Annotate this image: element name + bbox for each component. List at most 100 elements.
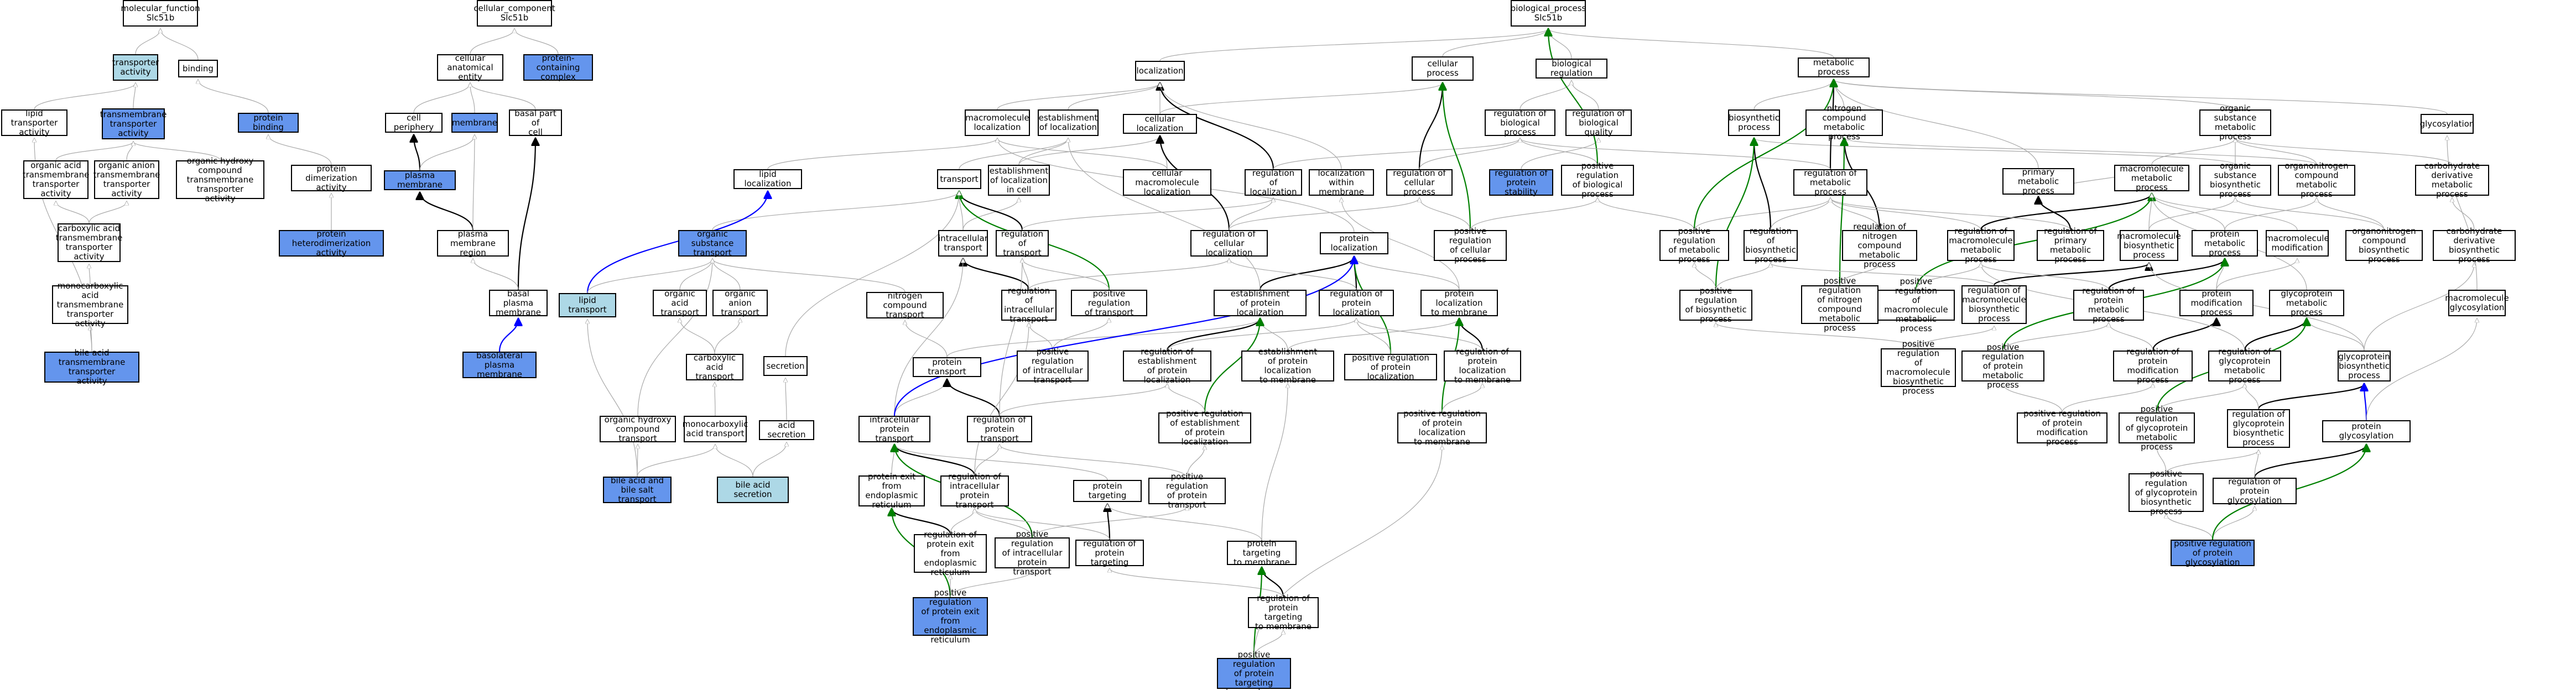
go-term-node-macromolecule-modification[interactable]: macromolecule modification <box>2265 230 2329 257</box>
go-term-node-regulation-of-biological-quality[interactable]: regulation of biological quality <box>1565 108 1632 137</box>
go-term-node-cc[interactable]: cellular_component Slc51b <box>473 0 555 27</box>
go-term-node-regulation-of-protein-transport[interactable]: regulation of protein transport <box>967 415 1032 443</box>
go-term-node-regulation-of-establishment-of-protein-localization[interactable]: regulation of establishment of protein l… <box>1123 347 1211 385</box>
go-term-node-protein-glycosylation[interactable]: protein glycosylation <box>2322 420 2411 442</box>
go-term-node-regulation-of-intracellular-protein-transport[interactable]: regulation of intracellular protein tran… <box>940 472 1009 510</box>
go-term-node-macromolecule-metabolic-process[interactable]: macromolecule metabolic process <box>2114 164 2189 192</box>
go-term-node-biosynthetic-process[interactable]: biosynthetic process <box>1728 109 1780 136</box>
go-term-node-plasma-membrane[interactable]: plasma membrane <box>384 170 456 190</box>
go-term-node-positive-regulation-of-protein-exit-from-endoplasmic-reticulum[interactable]: positive regulation of protein exit from… <box>913 588 988 645</box>
go-term-node-glycosylation[interactable]: glycosylation <box>2420 114 2474 134</box>
go-term-node-secretion[interactable]: secretion <box>763 356 808 376</box>
go-term-node-carboxylic-acid-transmembrane-transporter-activity[interactable]: carboxylic acid transmembrane transporte… <box>55 223 123 262</box>
go-term-node-regulation-of-cellular-localization[interactable]: regulation of cellular localization <box>1190 229 1268 257</box>
go-term-node-positive-regulation-of-macromolecule-biosynthetic-process[interactable]: positive regulation of macromolecule bio… <box>1881 339 1956 396</box>
go-term-node-regulation-of-macromolecule-biosynthetic-process[interactable]: regulation of macromolecule biosynthetic… <box>1961 285 2027 324</box>
go-term-node-regulation-of-protein-localization-to-membrane[interactable]: regulation of protein localization to me… <box>1444 347 1521 385</box>
go-term-node-organic-anion-transmembrane-transporter-activity[interactable]: organic anion transmembrane transporter … <box>93 160 160 199</box>
go-term-node-establishment-of-protein-localization[interactable]: establishment of protein localization <box>1214 289 1307 317</box>
go-term-node-regulation-of-protein-glycosylation[interactable]: regulation of protein glycosylation <box>2213 477 2297 505</box>
go-term-node-bile-acid-secretion[interactable]: bile acid secretion <box>717 477 789 503</box>
go-term-node-positive-regulation-of-nitrogen-compound-metabolic-process[interactable]: positive regulation of nitrogen compound… <box>1801 276 1878 333</box>
go-term-node-carbohydrate-derivative-metabolic-process[interactable]: carbohydrate derivative metabolic proces… <box>2415 161 2489 199</box>
go-term-node-regulation-of-protein-localization[interactable]: regulation of protein localization <box>1319 289 1394 317</box>
go-term-node-protein-metabolic-process[interactable]: protein metabolic process <box>2192 229 2258 257</box>
go-term-node-transport[interactable]: transport <box>937 169 981 189</box>
go-term-node-macromolecule-glycosylation[interactable]: macromolecule glycosylation <box>2445 290 2509 316</box>
go-term-node-protein-containing-complex[interactable]: protein-containing complex <box>523 53 593 81</box>
go-term-node-plasma-membrane-region[interactable]: plasma membrane region <box>437 229 509 257</box>
go-term-node-protein-modification-process[interactable]: protein modification process <box>2179 289 2254 317</box>
go-term-node-positive-regulation-of-intracellular-protein-transport[interactable]: positive regulation of intracellular pro… <box>995 529 1070 576</box>
go-term-node-monocarboxylic-acid-transmembrane-transporter-activity[interactable]: monocarboxylic acid transmembrane transp… <box>52 281 128 328</box>
go-term-node-transporter-activity[interactable]: transporter activity <box>112 54 159 81</box>
go-term-node-localization-within-membrane[interactable]: localization within membrane <box>1309 168 1374 196</box>
go-term-node-protein-heterodimerization-activity[interactable]: protein heterodimerization activity <box>279 229 384 257</box>
go-term-node-regulation-of-macromolecule-metabolic-process[interactable]: regulation of macromolecule metabolic pr… <box>1947 227 2015 264</box>
go-term-node-protein-transport[interactable]: protein transport <box>913 357 981 377</box>
go-term-node-binding[interactable]: binding <box>178 60 218 77</box>
go-term-node-cellular-process[interactable]: cellular process <box>1412 56 1474 81</box>
go-term-node-positive-regulation-of-protein-targeting-to-membrane[interactable]: positive regulation of protein targeting… <box>1217 650 1291 690</box>
go-term-node-monocarboxylic-acid-transport[interactable]: monocarboxylic acid transport <box>683 416 748 442</box>
go-term-node-positive-regulation-of-cellular-process[interactable]: positive regulation of cellular process <box>1434 227 1507 264</box>
go-term-node-protein-targeting[interactable]: protein targeting <box>1073 480 1142 502</box>
go-term-node-organic-substance-biosynthetic-process[interactable]: organic substance biosynthetic process <box>2199 161 2271 199</box>
go-term-node-protein-exit-from-endoplasmic-reticulum[interactable]: protein exit from endoplasmic reticulum <box>858 472 925 510</box>
go-term-node-regulation-of-protein-targeting[interactable]: regulation of protein targeting <box>1075 539 1144 567</box>
go-term-node-regulation-of-cellular-process[interactable]: regulation of cellular process <box>1386 168 1453 196</box>
go-term-node-intracellular-protein-transport[interactable]: intracellular protein transport <box>858 415 930 443</box>
go-term-node-organic-substance-metabolic-process[interactable]: organic substance metabolic process <box>2199 104 2271 142</box>
go-term-node-positive-regulation-of-protein-localization-to-membrane[interactable]: positive regulation of protein localizat… <box>1397 409 1487 447</box>
go-term-node-protein-binding[interactable]: protein binding <box>238 113 299 133</box>
go-term-node-localization[interactable]: localization <box>1135 61 1185 81</box>
go-term-node-intracellular-transport[interactable]: intracellular transport <box>938 230 988 257</box>
go-term-node-organic-hydroxy-compound-transport[interactable]: organic hydroxy compound transport <box>600 415 676 443</box>
go-term-node-lipid-localization[interactable]: lipid localization <box>733 169 802 189</box>
go-term-node-protein-targeting-to-membrane[interactable]: protein targeting to membrane <box>1227 539 1297 567</box>
go-term-node-regulation-of-localization[interactable]: regulation of localization <box>1245 168 1302 196</box>
go-term-node-lipid-transport[interactable]: lipid transport <box>559 293 616 317</box>
go-term-node-positive-regulation-of-protein-modification-process[interactable]: positive regulation of protein modificat… <box>2017 409 2107 447</box>
go-term-node-glycoprotein-biosynthetic-process[interactable]: glycoprotein biosynthetic process <box>2338 351 2391 381</box>
go-term-node-positive-regulation-of-protein-metabolic-process[interactable]: positive regulation of protein metabolic… <box>1961 342 2044 389</box>
go-term-node-bp[interactable]: biological_process Slc51b <box>1511 0 1586 27</box>
go-term-node-glycoprotein-metabolic-process[interactable]: glycoprotein metabolic process <box>2269 289 2344 317</box>
go-term-node-establishment-of-localization-in-cell[interactable]: establishment of localization in cell <box>988 165 1050 196</box>
go-term-node-positive-regulation-of-establishment-of-protein-localization[interactable]: positive regulation of establishment of … <box>1158 409 1251 447</box>
go-term-node-positive-regulation-of-biological-process[interactable]: positive regulation of biological proces… <box>1561 161 1634 199</box>
go-term-node-nitrogen-compound-transport[interactable]: nitrogen compound transport <box>866 291 944 319</box>
go-term-node-regulation-of-glycoprotein-metabolic-process[interactable]: regulation of glycoprotein metabolic pro… <box>2208 347 2281 385</box>
go-term-node-positive-regulation-of-protein-localization[interactable]: positive regulation of protein localizat… <box>1344 353 1437 381</box>
go-term-node-regulation-of-biological-process[interactable]: regulation of biological process <box>1485 108 1555 137</box>
go-term-node-regulation-of-biosynthetic-process[interactable]: regulation of biosynthetic process <box>1744 227 1798 264</box>
go-term-node-organonitrogen-compound-metabolic-process[interactable]: organonitrogen compound metabolic proces… <box>2278 161 2355 199</box>
go-term-node-positive-regulation-of-transport[interactable]: positive regulation of transport <box>1071 289 1147 317</box>
go-term-node-metabolic-process[interactable]: metabolic process <box>1798 58 1870 77</box>
go-term-node-regulation-of-protein-exit-from-endoplasmic-reticulum[interactable]: regulation of protein exit from endoplas… <box>914 530 987 577</box>
go-term-node-positive-regulation-of-protein-transport[interactable]: positive regulation of protein transport <box>1148 472 1226 510</box>
go-term-node-cellular-localization[interactable]: cellular localization <box>1123 114 1197 134</box>
go-term-node-organic-anion-transport[interactable]: organic anion transport <box>712 289 768 317</box>
go-term-node-regulation-of-intracellular-transport[interactable]: regulation of intracellular transport <box>1001 286 1057 324</box>
go-term-node-positive-regulation-of-protein-glycosylation[interactable]: positive regulation of protein glycosyla… <box>2171 539 2255 567</box>
go-term-node-cellular-macromolecule-localization[interactable]: cellular macromolecule localization <box>1123 168 1211 196</box>
go-term-node-basal-plasma-membrane[interactable]: basal plasma membrane <box>489 289 548 317</box>
go-term-node-regulation-of-protein-targeting-to-membrane[interactable]: regulation of protein targeting to membr… <box>1248 594 1319 631</box>
go-term-node-organic-hydroxy-compound-transmembrane-transporter-activity[interactable]: organic hydroxy compound transmembrane t… <box>176 156 264 203</box>
go-term-node-organic-acid-transport[interactable]: organic acid transport <box>653 289 707 317</box>
go-term-node-lipid-transporter-activity[interactable]: lipid transporter activity <box>1 108 67 137</box>
go-term-node-positive-regulation-of-metabolic-process[interactable]: positive regulation of metabolic process <box>1659 227 1729 264</box>
go-term-node-organonitrogen-compound-biosynthetic-process[interactable]: organonitrogen compound biosynthetic pro… <box>2345 227 2423 264</box>
go-term-node-positive-regulation-of-intracellular-transport[interactable]: positive regulation of intracellular tra… <box>1017 347 1089 385</box>
go-term-node-positive-regulation-of-macromolecule-metabolic-process[interactable]: positive regulation of macromolecule met… <box>1877 277 1955 333</box>
go-term-node-positive-regulation-of-biosynthetic-process[interactable]: positive regulation of biosynthetic proc… <box>1679 286 1752 324</box>
go-term-node-regulation-of-protein-modification-process[interactable]: regulation of protein modification proce… <box>2113 347 2193 385</box>
go-term-node-bile-acid-and-bile-salt-transport[interactable]: bile acid and bile salt transport <box>603 475 672 504</box>
go-term-node-regulation-of-nitrogen-compound-metabolic-process[interactable]: regulation of nitrogen compound metaboli… <box>1842 222 1917 269</box>
go-term-node-regulation-of-primary-metabolic-process[interactable]: regulation of primary metabolic process <box>2037 227 2104 264</box>
go-term-node-regulation-of-metabolic-process[interactable]: regulation of metabolic process <box>1793 168 1867 196</box>
go-term-node-acid-secretion[interactable]: acid secretion <box>759 420 814 440</box>
go-term-node-biological-regulation[interactable]: biological regulation <box>1536 59 1607 79</box>
go-term-node-cell-periphery[interactable]: cell periphery <box>385 113 443 133</box>
